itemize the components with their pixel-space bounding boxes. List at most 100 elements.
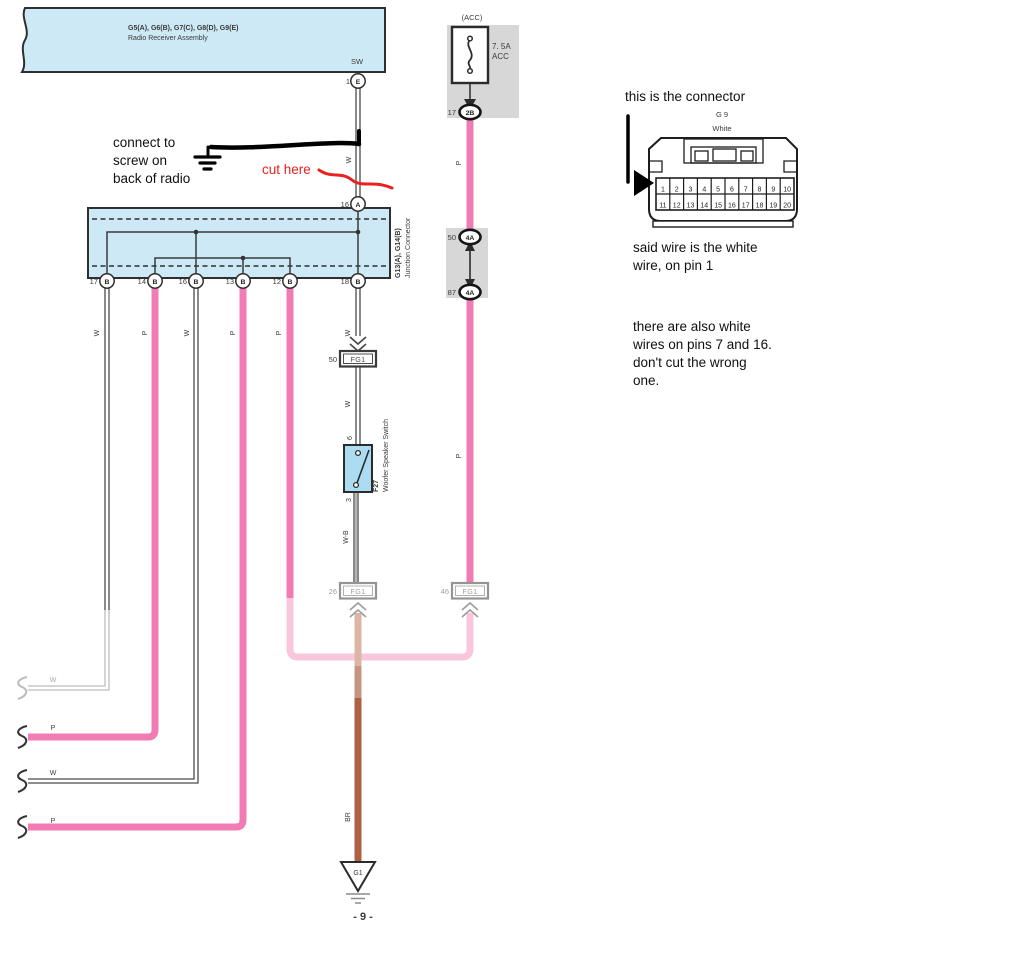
- pin-17-2b-number: 17: [448, 108, 456, 117]
- fg1-50-number: 50: [329, 355, 337, 364]
- switch-name: Woofer Speaker Switch: [383, 419, 390, 492]
- fg1-26-label: FG1: [351, 587, 366, 596]
- wire-p-12b-run: [286, 598, 474, 661]
- wire-label-jb18: W: [345, 329, 352, 336]
- connector-pin-15: 15: [714, 203, 722, 210]
- connector-pin-12: 12: [673, 203, 681, 210]
- pin-87-oval: [458, 283, 482, 301]
- pin-50-code: 4A: [466, 235, 475, 242]
- ground-id: G1: [353, 870, 362, 877]
- fg1-46-number: 46: [441, 587, 449, 596]
- junction-subtitle: Junction Connector: [405, 217, 412, 278]
- pin-17b-letter: B: [105, 279, 110, 286]
- wire-p-14b: [28, 288, 159, 741]
- break-squiggle-p1: [17, 725, 28, 749]
- pin-18b-letter: B: [356, 279, 361, 286]
- fg1-50-box: [338, 349, 378, 368]
- connector-pin-2: 2: [675, 187, 679, 194]
- connector-pin-20: 20: [783, 203, 791, 210]
- wire-label-acc-p-upper: P: [456, 160, 463, 165]
- fg1-50-label: FG1: [351, 355, 366, 364]
- pin-18b-circle: [350, 273, 366, 289]
- connector-pin-4: 4: [702, 187, 706, 194]
- fg1-50-box-inner: [343, 353, 373, 364]
- fg1-46-label: FG1: [463, 587, 478, 596]
- pin-17-2b-code: 2B: [466, 110, 475, 117]
- switch-contact-bottom: [352, 481, 360, 489]
- radio-sw-label: SW: [351, 57, 364, 66]
- pin-13b-number: 13: [226, 277, 234, 286]
- break-squiggle-p2: [17, 815, 28, 839]
- connector-bottom-lip: [652, 220, 794, 228]
- pin-87-number: 87: [448, 288, 456, 297]
- note-warning-line2: wires on pins 7 and 16.: [632, 337, 772, 352]
- pin-13b: 13 B: [226, 273, 251, 289]
- connector-pin-13: 13: [687, 203, 695, 210]
- pin-14b-number: 14: [138, 277, 146, 286]
- switch-lever: [356, 449, 370, 484]
- fg1-46-box: [450, 581, 490, 600]
- wire-label-jb14: P: [142, 330, 149, 335]
- pin-18b: 18 B: [341, 273, 366, 289]
- ground-annotation: [193, 129, 362, 171]
- pin-12b-letter: B: [288, 279, 293, 286]
- fg1-46-box-inner: [455, 585, 485, 596]
- wire-label-wb: W-B: [343, 530, 350, 544]
- junction-bus-upper: [106, 231, 358, 277]
- wire-label-jb17: W: [94, 329, 101, 336]
- connector-latch-mid: [690, 146, 757, 164]
- connector-pin-16: 16: [728, 203, 736, 210]
- pin-17b-circle: [99, 273, 115, 289]
- pin-13b-letter: B: [241, 279, 246, 286]
- wire-w-17b: [28, 288, 110, 691]
- connector-latch-right: [740, 150, 754, 162]
- wire-label-left-w2: W: [50, 770, 57, 777]
- fg1-26-box: [338, 581, 378, 600]
- wire-label-left-w1: W: [50, 677, 57, 684]
- junction-node-1: [193, 229, 199, 235]
- note-connector-intro: this is the connector: [625, 89, 746, 104]
- connector-pin-1: 1: [661, 187, 665, 194]
- junction-node-3: [240, 255, 246, 261]
- pin-87-code: 4A: [466, 290, 475, 297]
- fuse-terminal-top: [466, 35, 474, 42]
- note-warning-line3: don't cut the wrong: [633, 355, 747, 370]
- connector-fg1-50: 50 FG1: [329, 336, 378, 368]
- pin-50-number: 50: [448, 233, 456, 242]
- junction-connector-box: G13(A), G14(B) Junction Connector: [87, 207, 412, 279]
- cut-here-squiggle: [317, 168, 394, 190]
- note-wire-id-line2: wire, on pin 1: [632, 258, 713, 273]
- connector-latch-center: [712, 148, 737, 162]
- connector-pin-18: 18: [756, 203, 764, 210]
- connector-grid-lines: [656, 178, 794, 210]
- radio-subtitle: Radio Receiver Assembly: [128, 35, 208, 42]
- pin1-arrow-head: [634, 170, 654, 196]
- wire-label-radio-w: W: [346, 156, 353, 163]
- connector-notch-right: [783, 160, 797, 173]
- wire-label-left-p1: P: [51, 725, 56, 732]
- annotation-line: [208, 140, 362, 150]
- wire-w-18b: [355, 288, 361, 336]
- chevron-down-icon: [349, 336, 367, 346]
- pin-17b-number: 17: [90, 277, 98, 286]
- connector-pin-19: 19: [769, 203, 777, 210]
- fuse-box: [450, 25, 490, 85]
- pin-1e-circle: [350, 73, 366, 89]
- woofer-speaker-switch: 6 3 F27 Woofer Speaker Switch: [343, 419, 390, 502]
- connector-pin-8: 8: [758, 187, 762, 194]
- pin-17-2b: 17 2B: [448, 103, 482, 121]
- relay-50-87: 50 4A 87 4A: [448, 228, 482, 301]
- pin-16b: 16 B: [179, 273, 204, 289]
- pin-16a-number: 16: [341, 200, 349, 209]
- pin-17b: 17 B: [90, 273, 115, 289]
- note-connect-line1: connect to: [113, 135, 175, 150]
- page-number: - 9 -: [353, 911, 373, 923]
- pin-16b-letter: B: [194, 279, 199, 286]
- connector-notch-left: [649, 160, 663, 173]
- radio-title: G5(A), G6(B), G7(C), G8(D), G9(E): [128, 25, 238, 32]
- note-connect-line2: screw on: [113, 153, 167, 168]
- pin-16b-circle: [188, 273, 204, 289]
- pin-12b: 12 B: [273, 273, 298, 289]
